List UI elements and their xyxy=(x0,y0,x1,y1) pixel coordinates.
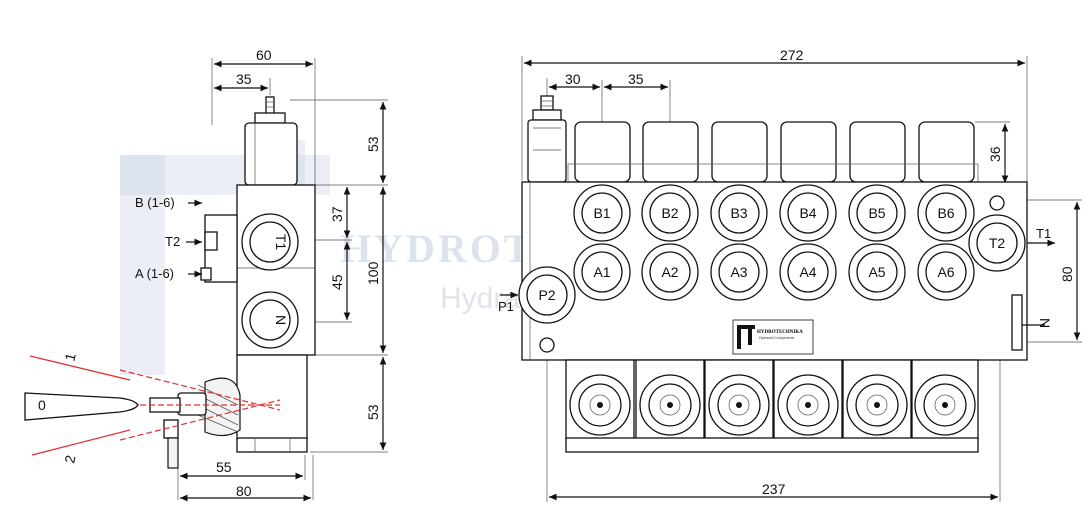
a-ports: A1 A2 A3 A4 A5 A6 xyxy=(573,243,975,301)
front-label-n: N xyxy=(1037,318,1053,328)
front-label-t1: T1 xyxy=(1036,226,1051,241)
watermark-logo-bar-left xyxy=(120,155,165,375)
dim-front-total-width: 272 xyxy=(780,47,804,63)
side-port-t1: T1 xyxy=(273,234,289,251)
dim-side-bottom-inner: 55 xyxy=(216,459,232,475)
logo-name: HYDROTECHNIKA xyxy=(757,330,803,335)
port-b5: B5 xyxy=(868,205,885,221)
side-port-n: N xyxy=(273,315,289,325)
port-b1: B1 xyxy=(593,205,610,221)
label-t2: T2 xyxy=(165,234,180,249)
dim-side-bottom-width: 80 xyxy=(236,483,252,499)
logo-sub: Hydraulic Components xyxy=(759,336,795,340)
dim-front-height: 80 xyxy=(1059,266,1075,282)
label-a-ports: A (1-6) xyxy=(135,266,174,281)
port-b6: B6 xyxy=(937,205,954,221)
front-port-p2: P2 xyxy=(538,287,555,303)
dim-side-top-width: 60 xyxy=(256,47,272,63)
port-b3: B3 xyxy=(730,205,747,221)
dim-side-mid-lower: 45 xyxy=(329,274,345,290)
side-view: 60 35 53 100 53 37 45 55 80 xyxy=(24,47,388,502)
dim-front-pitch-first: 30 xyxy=(565,71,581,87)
lever-pos-2: 2 xyxy=(61,453,78,464)
port-a5: A5 xyxy=(868,264,885,280)
lever-pos-0: 0 xyxy=(38,397,46,413)
dim-front-cap-height: 36 xyxy=(987,146,1003,162)
label-b-ports: B (1-6) xyxy=(135,195,175,210)
caps xyxy=(567,121,979,183)
logo-plate: HYDROTECHNIKA Hydraulic Components xyxy=(732,319,814,355)
port-a6: A6 xyxy=(937,264,954,280)
front-port-t2: T2 xyxy=(989,235,1006,251)
mount-hole-top-right xyxy=(989,195,1005,211)
mount-hole-bottom-left xyxy=(539,337,555,353)
lower-sections xyxy=(565,359,979,453)
front-label-p1: P1 xyxy=(498,299,514,314)
dim-side-height-top: 53 xyxy=(365,136,381,152)
dim-front-bottom-width: 237 xyxy=(762,481,786,497)
dim-front-pitch: 35 xyxy=(628,71,644,87)
port-b2: B2 xyxy=(661,205,678,221)
front-view: 272 30 35 36 80 237 xyxy=(498,47,1082,502)
port-a1: A1 xyxy=(593,264,610,280)
port-a4: A4 xyxy=(799,264,816,280)
dim-side-height-mid: 100 xyxy=(365,261,381,285)
port-a2: A2 xyxy=(661,264,678,280)
lever-pos-1: 1 xyxy=(61,351,78,363)
b-ports: B1 B2 B3 B4 B5 B6 xyxy=(573,184,975,242)
dim-side-height-bottom: 53 xyxy=(365,404,381,420)
port-b4: B4 xyxy=(799,205,816,221)
dim-side-top-inner: 35 xyxy=(236,71,252,87)
dim-side-mid-upper: 37 xyxy=(329,206,345,222)
port-a3: A3 xyxy=(730,264,747,280)
